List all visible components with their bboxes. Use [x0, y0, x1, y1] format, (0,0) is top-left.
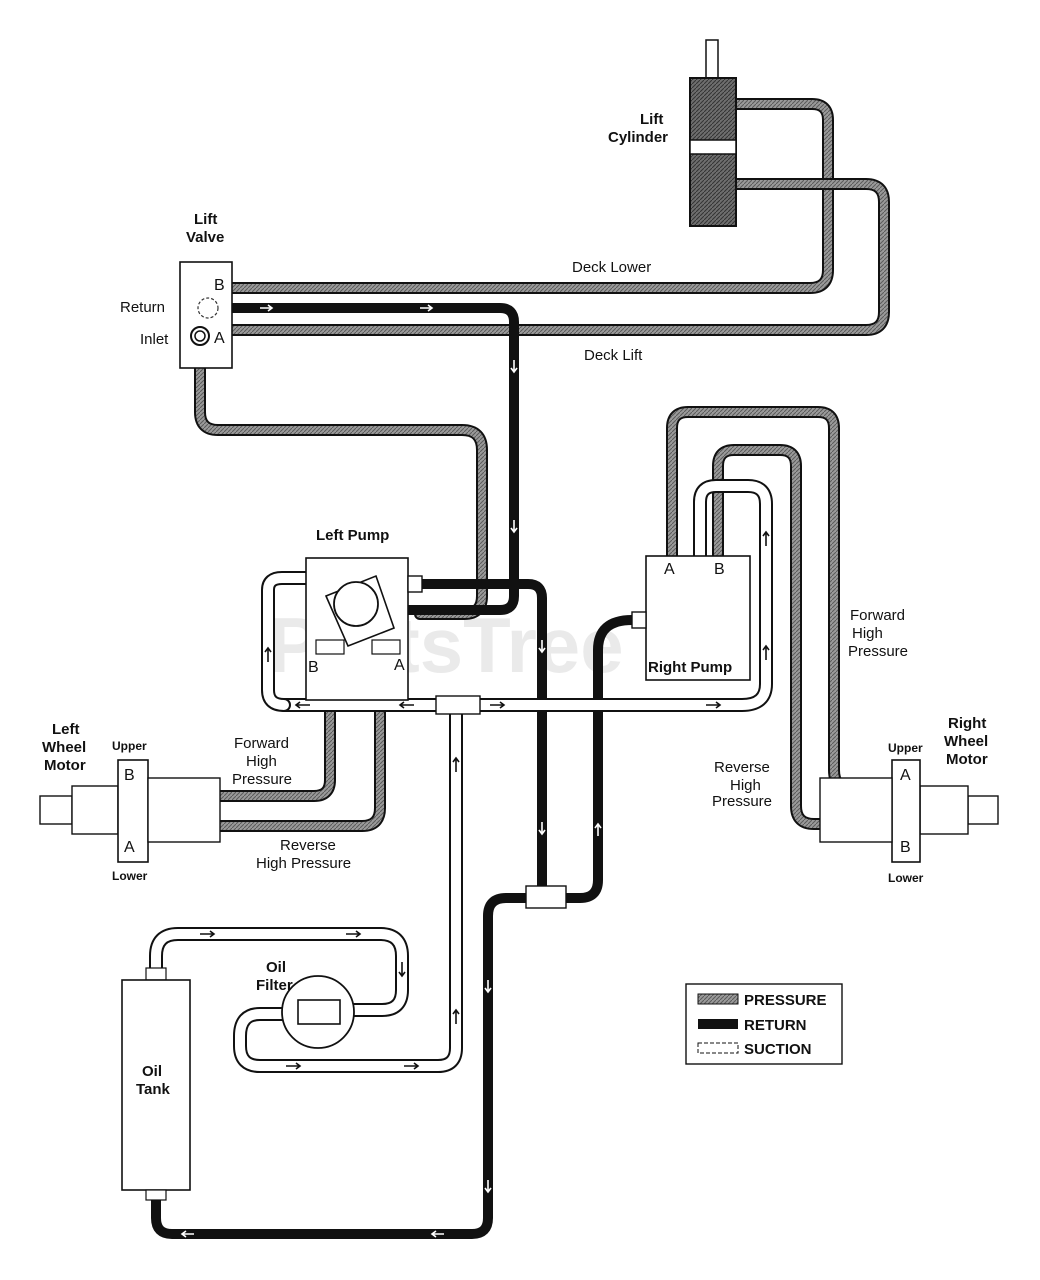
lift-cylinder-label-1: Lift [640, 111, 663, 128]
right-pump [631, 555, 751, 681]
right-reverse-label-3: Pressure [712, 793, 772, 810]
right-forward-label-1: Forward [850, 607, 905, 624]
right-wheel-motor [819, 759, 999, 863]
right-pump-port-b: B [714, 561, 725, 578]
left-pump-port-a: A [394, 657, 405, 674]
right-wheel-motor-label-1: Right [948, 715, 986, 732]
suction-tee [435, 695, 481, 715]
legend-pressure-swatch [697, 993, 739, 1005]
right-pump-port-a: A [664, 561, 675, 578]
oil-filter-label-2: Filter [256, 977, 293, 994]
left-wheel-motor-label-1: Left [52, 721, 80, 738]
oil-tank [121, 967, 191, 1201]
right-forward-label-2: High [852, 625, 883, 642]
lift-valve [179, 261, 233, 369]
inlet-port-label: Inlet [140, 331, 169, 348]
oil-tank-label-1: Oil [142, 1063, 162, 1080]
return-flow-arrows [180, 304, 602, 1238]
lift-cylinder-label-2: Cylinder [608, 129, 668, 146]
right-wheel-motor-label-2: Wheel [944, 733, 988, 750]
left-motor-upper-label: Upper [112, 739, 147, 753]
right-motor-lower-label: Lower [888, 871, 924, 885]
oil-tank-label-2: Tank [136, 1081, 171, 1098]
lift-valve-port-a: A [214, 330, 225, 347]
legend: PRESSURE RETURN SUCTION [685, 983, 843, 1065]
left-forward-label-1: Forward [234, 735, 289, 752]
legend-suction-label: SUCTION [744, 1041, 812, 1058]
right-reverse-label-1: Reverse [714, 759, 770, 776]
lift-valve-label-2: Valve [186, 229, 224, 246]
right-forward-label-3: Pressure [848, 643, 908, 660]
lift-valve-port-b: B [214, 277, 225, 294]
left-reverse-label-1: Reverse [280, 837, 336, 854]
left-motor-port-a: A [124, 839, 135, 856]
return-lines [151, 303, 637, 1239]
return-tee [525, 885, 567, 909]
legend-return-swatch [698, 1019, 738, 1029]
left-wheel-motor-label-2: Wheel [42, 739, 86, 756]
deck-lower-label: Deck Lower [572, 259, 651, 276]
lift-cylinder [689, 39, 737, 227]
oil-filter-label-1: Oil [266, 959, 286, 976]
suction-lines [149, 479, 773, 1073]
left-pump-label: Left Pump [316, 527, 389, 544]
left-forward-label-2: High [246, 753, 277, 770]
right-pump-label: Right Pump [648, 659, 732, 676]
deck-lift-label: Deck Lift [584, 347, 643, 364]
left-wheel-motor-label-3: Motor [44, 757, 86, 774]
legend-suction-swatch [697, 1042, 739, 1054]
oil-filter [281, 975, 355, 1049]
left-pump-port-b: B [308, 659, 319, 676]
left-wheel-motor [39, 759, 221, 863]
left-motor-port-b: B [124, 767, 135, 784]
legend-return-label: RETURN [744, 1017, 807, 1034]
right-motor-port-a: A [900, 767, 911, 784]
left-forward-label-3: Pressure [232, 771, 292, 788]
lift-valve-label-1: Lift [194, 211, 217, 228]
suction-flow-arrows [200, 530, 770, 1070]
right-motor-port-b: B [900, 839, 911, 856]
left-pump [305, 557, 423, 701]
right-reverse-label-2: High [730, 777, 761, 794]
right-motor-upper-label: Upper [888, 741, 923, 755]
return-port-label: Return [120, 299, 165, 316]
left-motor-lower-label: Lower [112, 869, 148, 883]
legend-pressure-label: PRESSURE [744, 992, 827, 1009]
right-wheel-motor-label-3: Motor [946, 751, 988, 768]
left-reverse-label-2: High Pressure [256, 855, 351, 872]
